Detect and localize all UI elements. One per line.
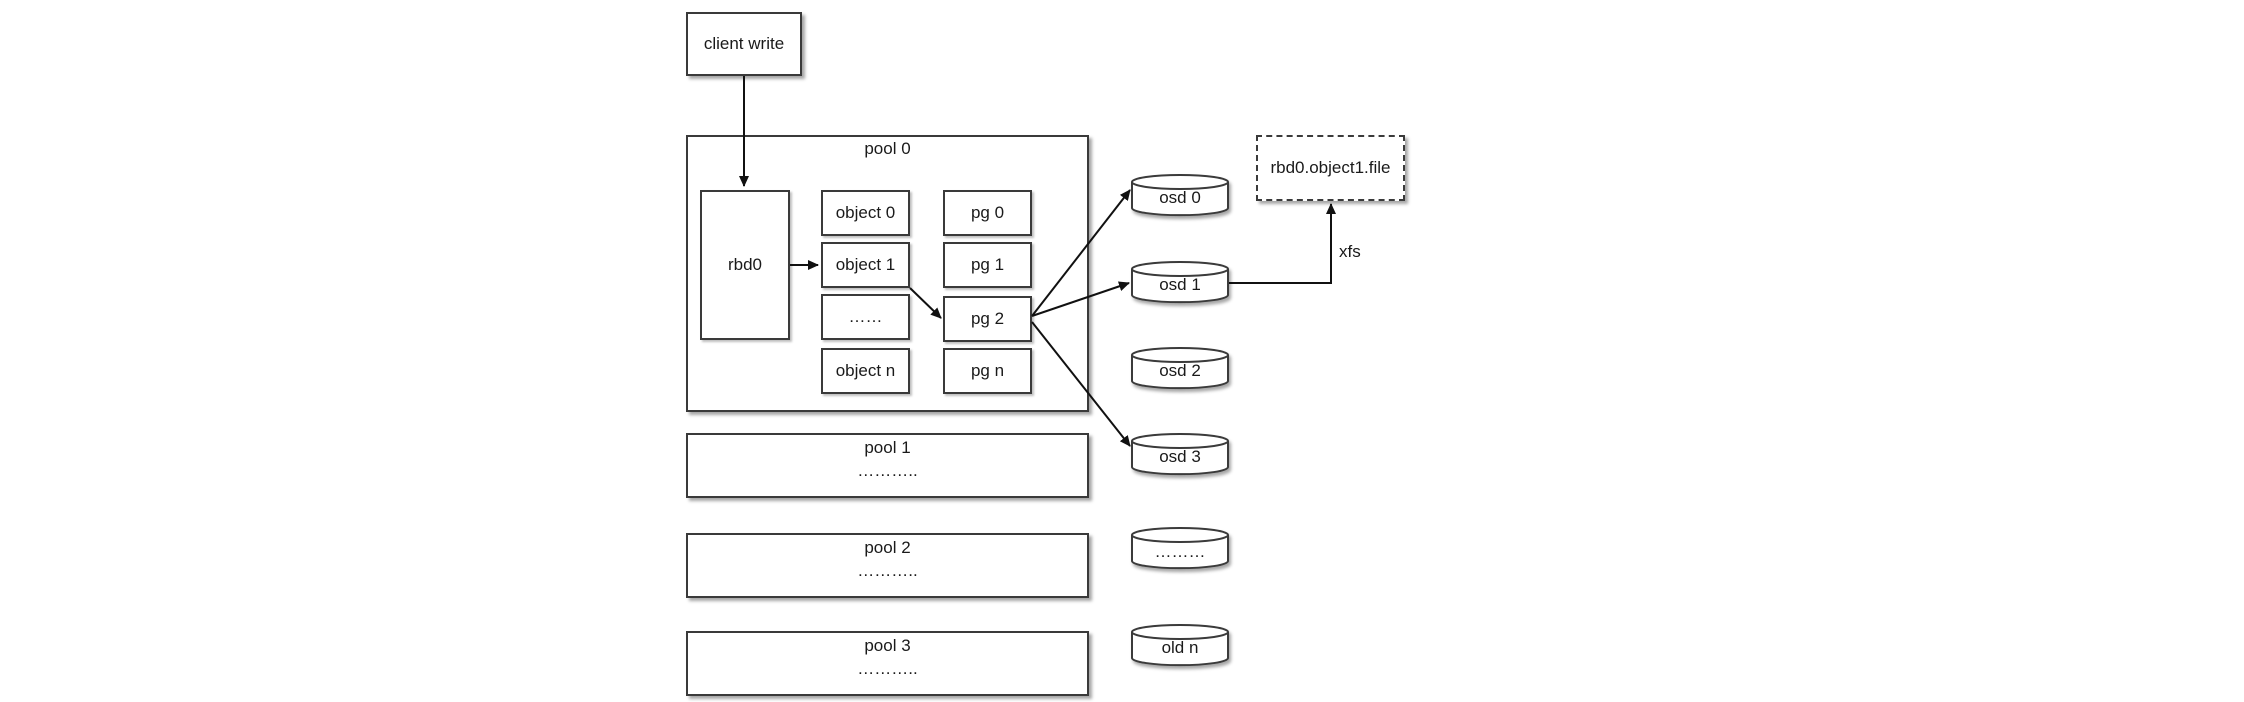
pg-2-node: pg 2 <box>943 296 1032 342</box>
osd-n-label: old n <box>1161 638 1199 657</box>
pg-2-label: pg 2 <box>970 309 1005 328</box>
file-label: rbd0.object1.file <box>1270 158 1391 177</box>
osd-2-cylinder <box>1131 347 1229 390</box>
osd-1-cylinder <box>1131 261 1229 304</box>
osd-0-label: osd 0 <box>1159 188 1201 207</box>
osd-ellipsis-label: ……… <box>1154 542 1206 561</box>
pool-3-container: pool 3 ……….. <box>686 631 1089 696</box>
object-1-label: object 1 <box>835 255 896 274</box>
osd-1-label: osd 1 <box>1159 275 1201 294</box>
client-write-label: client write <box>703 34 785 53</box>
xfs-label: xfs <box>1339 242 1361 261</box>
file-node: rbd0.object1.file <box>1256 135 1405 201</box>
object-0-node: object 0 <box>821 190 910 236</box>
arrow-pg2-to-osd0 <box>1031 189 1131 317</box>
pool-1-dots: ……….. <box>857 461 918 480</box>
pool-0-label: pool 0 <box>864 139 911 158</box>
pool-2-dots: ……….. <box>857 561 918 580</box>
rbd0-label: rbd0 <box>727 255 763 274</box>
pool-1-label: pool 1 <box>864 438 911 457</box>
osd-3-cylinder <box>1131 433 1229 476</box>
pg-n-label: pg n <box>970 361 1005 380</box>
arrow-osd1-to-file <box>1229 203 1336 284</box>
client-write-node: client write <box>686 12 802 76</box>
pg-0-node: pg 0 <box>943 190 1032 236</box>
pool-2-label: pool 2 <box>864 538 911 557</box>
pg-1-node: pg 1 <box>943 242 1032 288</box>
arrow-object1-to-pg2 <box>909 287 942 319</box>
object-ellipsis-label: …… <box>848 307 883 326</box>
rbd0-node: rbd0 <box>700 190 790 340</box>
pool-2-container: pool 2 ……….. <box>686 533 1089 598</box>
osd-n-cylinder <box>1131 624 1229 667</box>
pg-0-label: pg 0 <box>970 203 1005 222</box>
object-1-node: object 1 <box>821 242 910 288</box>
arrow-pg2-to-osd1 <box>1031 281 1130 317</box>
pg-1-label: pg 1 <box>970 255 1005 274</box>
arrow-pg2-to-osd3 <box>1031 321 1131 447</box>
pool-3-dots: ……….. <box>857 659 918 678</box>
pool-3-label: pool 3 <box>864 636 911 655</box>
pg-n-node: pg n <box>943 348 1032 394</box>
osd-2-label: osd 2 <box>1159 361 1201 380</box>
osd-0-cylinder <box>1131 174 1229 217</box>
object-ellipsis-node: …… <box>821 294 910 340</box>
pool-1-container: pool 1 ……….. <box>686 433 1089 498</box>
object-n-label: object n <box>835 361 896 380</box>
object-0-label: object 0 <box>835 203 896 222</box>
osd-3-label: osd 3 <box>1159 447 1201 466</box>
osd-ellipsis-cylinder <box>1131 527 1229 570</box>
object-n-node: object n <box>821 348 910 394</box>
